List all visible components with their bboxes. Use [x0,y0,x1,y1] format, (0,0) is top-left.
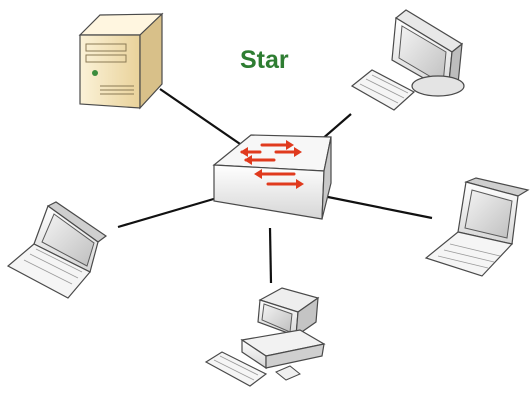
laptop-icon [6,201,108,299]
switch-icon [212,134,332,220]
link-laptop-left [117,196,218,229]
server-tower-icon [78,12,164,110]
desktop-monitor-keyboard-icon [350,9,465,111]
link-laptop-right [322,194,433,220]
link-server [159,88,244,147]
diagram-title: Star [240,46,289,74]
desktop-pc-icon [204,287,326,387]
laptop-icon [424,177,530,277]
link-desktop-bottom [268,227,273,284]
links [117,88,433,284]
